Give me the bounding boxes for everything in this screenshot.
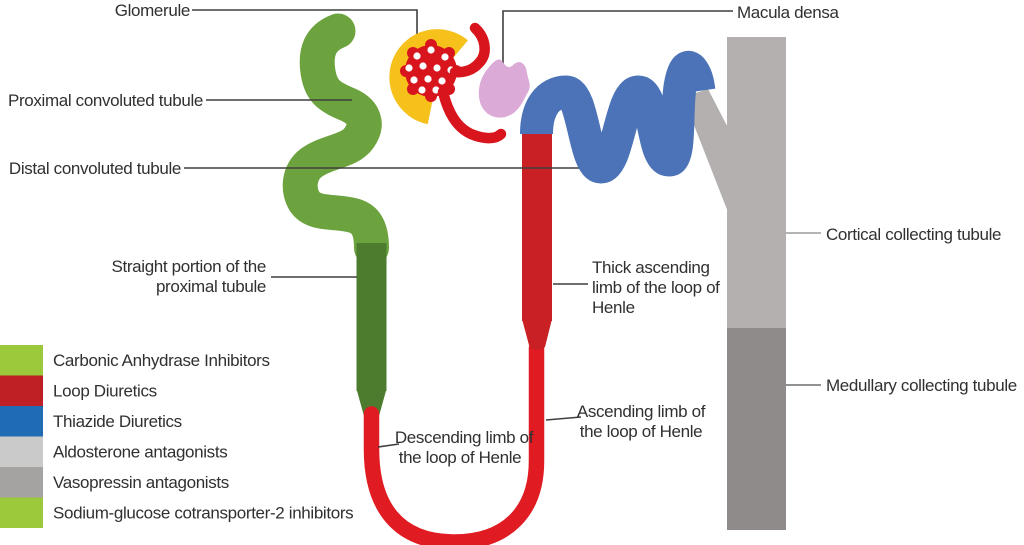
- leader-macula-densa: [502, 10, 733, 68]
- leader-glomerule: [192, 9, 418, 40]
- thick-ascending-limb-taper: [522, 319, 552, 350]
- afferent-arteriole: [449, 22, 490, 78]
- legend-swatch-carbonic-anhydrase: [0, 345, 43, 376]
- legend-label-loop-diuretics: Loop Diuretics: [53, 382, 157, 401]
- legend-label-sglt2: Sodium-glucose cotransporter-2 inhibitor…: [53, 504, 353, 523]
- medullary-collecting-tubule: [727, 328, 786, 530]
- legend-swatch-sglt2: [0, 497, 43, 528]
- macula-densa-blob: [478, 59, 530, 118]
- label-thick-ascending-line1: Thick ascending: [592, 258, 710, 277]
- label-ascending-limb-line2: the loop of Henle: [580, 422, 703, 441]
- efferent-arteriole: [437, 86, 507, 144]
- distal-convoluted-tubule: [520, 50, 716, 184]
- legend-label-aldosterone: Aldosterone antagonists: [53, 443, 227, 462]
- label-ascending-limb-line1: Ascending limb of: [577, 402, 706, 421]
- label-descending-limb-line2: the loop of Henle: [399, 448, 522, 467]
- label-glomerule: Glomerule: [115, 1, 190, 20]
- legend-label-carbonic-anhydrase: Carbonic Anhydrase Inhibitors: [53, 351, 270, 370]
- label-straight-portion-line1: Straight portion of the: [112, 257, 267, 276]
- legend-swatch-aldosterone: [0, 436, 43, 467]
- leader-descending-limb: [377, 443, 400, 448]
- label-distal-convoluted-tubule: Distal convoluted tubule: [9, 159, 181, 178]
- legend-swatch-loop-diuretics: [0, 375, 43, 406]
- legend-swatch-thiazide: [0, 406, 43, 437]
- label-straight-portion-line2: proximal tubule: [156, 277, 266, 296]
- straight-proximal-tubule: [356, 243, 387, 391]
- label-thick-ascending-line3: Henle: [592, 298, 635, 317]
- label-medullary-collecting-tubule: Medullary collecting tubule: [826, 376, 1017, 395]
- loop-of-henle: [363, 340, 545, 545]
- proximal-convoluted-tubule: [282, 13, 389, 266]
- label-thick-ascending-line2: limb of the loop of: [592, 278, 720, 297]
- leader-ascending-limb: [545, 416, 582, 421]
- label-macula-densa: Macula densa: [737, 3, 840, 22]
- thick-ascending-limb: [522, 131, 552, 321]
- legend-label-vasopressin: Vasopressin antagonists: [53, 473, 229, 492]
- legend-swatch-vasopressin: [0, 467, 43, 498]
- label-proximal-convoluted-tubule: Proximal convoluted tubule: [8, 91, 203, 110]
- legend: Carbonic Anhydrase Inhibitors Loop Diure…: [0, 345, 354, 528]
- label-cortical-collecting-tubule: Cortical collecting tubule: [826, 225, 1001, 244]
- collecting-duct-branch: [683, 89, 755, 212]
- legend-label-thiazide: Thiazide Diuretics: [53, 412, 182, 431]
- label-descending-limb-line1: Descending limb of: [395, 428, 534, 447]
